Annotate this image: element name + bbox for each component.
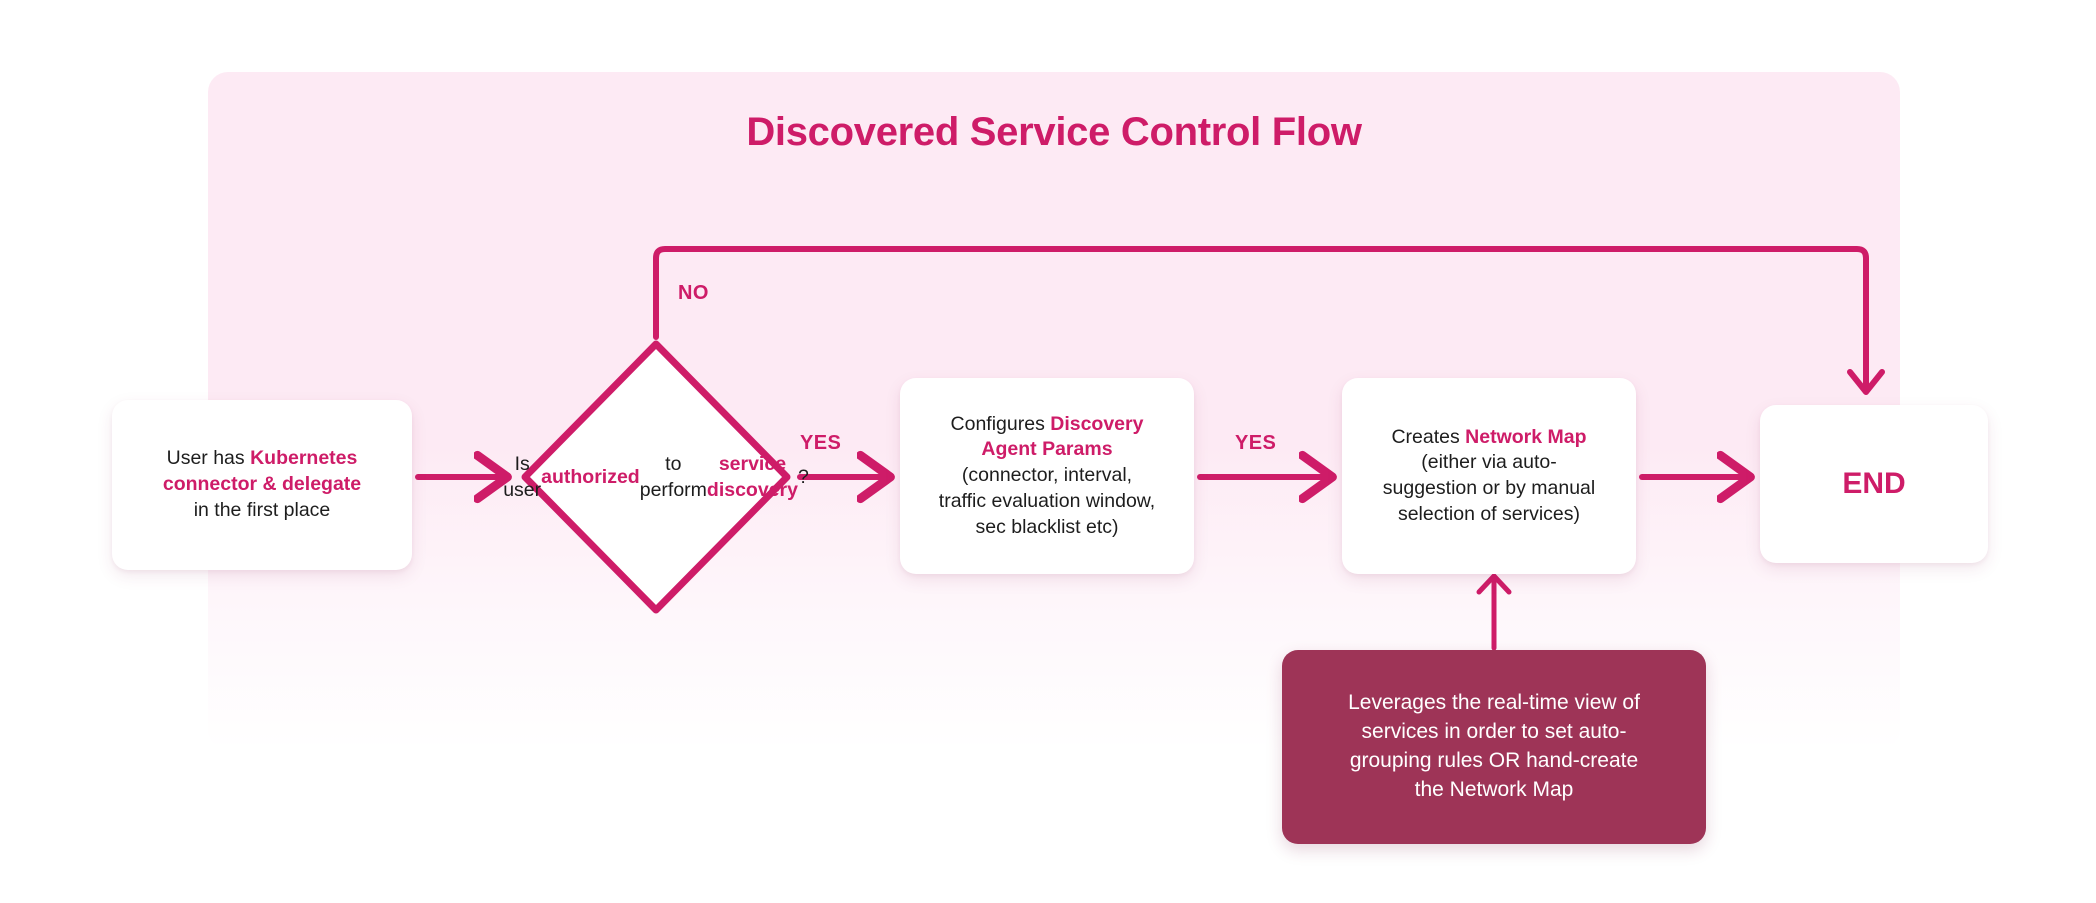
node-creates-network-map[interactable]: Creates Network Map(either via auto-sugg… xyxy=(1342,378,1636,574)
edge-label-yes-authorized: YES xyxy=(800,432,842,454)
node-end-label: END xyxy=(1842,467,1906,501)
edge-label-yes-config: YES xyxy=(1235,432,1277,454)
node-end-terminator[interactable]: END xyxy=(1760,405,1988,563)
edge-label-no: NO xyxy=(678,282,709,304)
decision-diamond-shape xyxy=(521,340,791,614)
page-title: Discovered Service Control Flow xyxy=(746,110,1362,154)
node-map-text: Creates Network Map(either via auto-sugg… xyxy=(1382,425,1596,525)
